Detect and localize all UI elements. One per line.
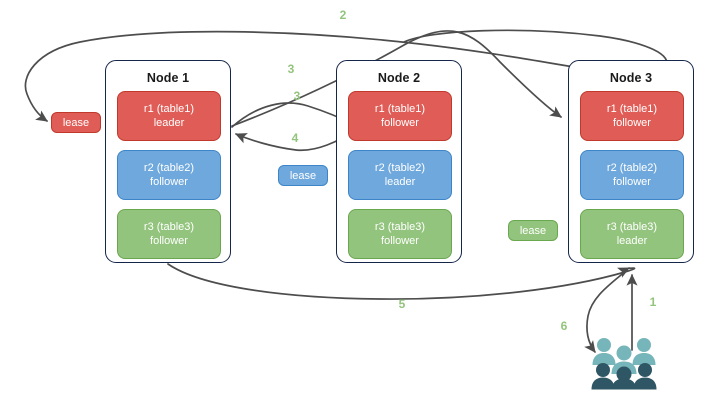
replica-name: r2 (table2)	[606, 162, 658, 174]
replica-node2-r3[interactable]: r3 (table3) follower	[348, 209, 452, 259]
replica-name: r1 (table1)	[374, 103, 426, 115]
lease-badge-r1[interactable]: lease	[51, 112, 101, 133]
replica-node2-r2[interactable]: r2 (table2) leader	[348, 150, 452, 200]
replica-role: follower	[613, 176, 651, 188]
lease-badge-r3[interactable]: lease	[508, 220, 558, 241]
replica-role: leader	[384, 176, 416, 188]
node-container-node3[interactable]: Node 3 r1 (table1) follower r2 (table2) …	[568, 60, 694, 263]
replica-node2-r1[interactable]: r1 (table1) follower	[348, 91, 452, 141]
node-title-node2: Node 2	[377, 71, 421, 85]
edge-5-path	[167, 263, 636, 300]
edge-label-4: 4	[291, 131, 299, 145]
edge-label-6: 6	[560, 319, 568, 333]
replica-node1-r3[interactable]: r3 (table3) follower	[117, 209, 221, 259]
replica-role: follower	[381, 117, 419, 129]
edge-label-5: 5	[398, 297, 406, 311]
replica-role: follower	[150, 176, 188, 188]
replica-name: r1 (table1)	[143, 103, 195, 115]
replica-name: r2 (table2)	[374, 162, 426, 174]
node-title-node1: Node 1	[146, 71, 190, 85]
replica-node3-r3[interactable]: r3 (table3) leader	[580, 209, 684, 259]
users-icon	[591, 338, 657, 390]
replica-node1-r2[interactable]: r2 (table2) follower	[117, 150, 221, 200]
replica-name: r2 (table2)	[143, 162, 195, 174]
edge-label-3a: 3	[287, 62, 295, 76]
node-title-node3: Node 3	[609, 71, 653, 85]
replica-role: follower	[381, 235, 419, 247]
replica-role: follower	[613, 117, 651, 129]
node-container-node2[interactable]: Node 2 r1 (table1) follower r2 (table2) …	[336, 60, 462, 263]
edge-label-2: 2	[339, 8, 347, 22]
replica-name: r3 (table3)	[606, 221, 658, 233]
replica-name: r1 (table1)	[606, 103, 658, 115]
node-container-node1[interactable]: Node 1 r1 (table1) leader r2 (table2) fo…	[105, 60, 231, 263]
edge-label-1: 1	[649, 295, 657, 309]
replica-name: r3 (table3)	[374, 221, 426, 233]
edge-label-3b: 3	[293, 89, 301, 103]
replica-role: follower	[150, 235, 188, 247]
replica-node3-r1[interactable]: r1 (table1) follower	[580, 91, 684, 141]
replica-node1-r1[interactable]: r1 (table1) leader	[117, 91, 221, 141]
replica-role: leader	[616, 235, 648, 247]
replica-node3-r2[interactable]: r2 (table2) follower	[580, 150, 684, 200]
replica-role: leader	[153, 117, 185, 129]
lease-badge-r2[interactable]: lease	[278, 165, 328, 186]
replica-name: r3 (table3)	[143, 221, 195, 233]
